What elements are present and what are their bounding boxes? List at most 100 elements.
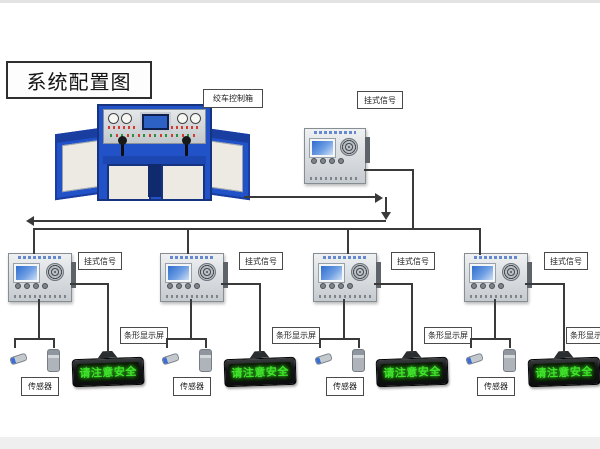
- device-buttons: [311, 158, 344, 164]
- lcd-screen-icon: [469, 263, 496, 283]
- display-body: 请注意安全: [527, 356, 600, 388]
- connector-line: [412, 169, 414, 230]
- speaker-grille-icon: [340, 138, 358, 156]
- hanging-signal-device: [304, 128, 370, 184]
- device-text-strip: [319, 295, 371, 298]
- hanging-signal-device: [313, 253, 381, 302]
- led-bar-display: 请注意安全: [527, 350, 600, 388]
- speaker-grille-icon: [351, 263, 369, 281]
- sensor-line: [494, 299, 496, 339]
- device-buttons: [167, 283, 200, 289]
- led-bar-display: 请注意安全: [223, 350, 297, 388]
- sensor-line: [166, 338, 207, 340]
- console-door: [107, 164, 151, 201]
- speaker-grille-icon: [198, 263, 216, 281]
- drop-line: [187, 228, 189, 254]
- sensor-line: [190, 299, 192, 339]
- lcd-screen-icon: [13, 263, 40, 283]
- sensor-canister-icon: [47, 349, 60, 372]
- connector-line: [364, 169, 414, 171]
- led-message: 请注意安全: [383, 365, 442, 380]
- sensor-line: [470, 338, 511, 340]
- display-screen: 请注意安全: [76, 361, 140, 383]
- sensor-line: [509, 338, 511, 348]
- arrow-right-icon: [375, 193, 383, 203]
- signal-label: 挂式信号: [391, 252, 435, 270]
- sensor-probe-icon: [161, 352, 180, 366]
- display-body: 请注意安全: [71, 356, 145, 388]
- sensor-line: [14, 338, 55, 340]
- console-center-gap: [148, 164, 161, 197]
- led-message: 请注意安全: [231, 365, 290, 380]
- gauge-icon: [177, 113, 188, 124]
- mount-bracket: [71, 262, 76, 288]
- connector-line: [385, 197, 387, 213]
- device-nameplate: [314, 131, 356, 134]
- gauge-icon: [121, 113, 132, 124]
- device-text-strip: [310, 177, 360, 180]
- bar-display-label: 条形显示屏: [120, 327, 168, 344]
- sensor-label: 传感器: [326, 377, 364, 396]
- device-nameplate: [323, 256, 367, 259]
- display-line: [70, 283, 109, 285]
- bar-display-label: 条形显示屏: [272, 327, 320, 344]
- bus-line: [34, 228, 481, 230]
- hanging-signal-device: [8, 253, 76, 302]
- mount-bracket: [223, 262, 228, 288]
- sensor-line: [319, 338, 321, 348]
- lcd-screen-icon: [318, 263, 345, 283]
- display-screen: 请注意安全: [380, 361, 444, 383]
- signal-label: 挂式信号: [78, 252, 122, 270]
- display-screen: 请注意安全: [228, 361, 292, 383]
- display-line: [221, 283, 261, 285]
- display-line: [374, 283, 413, 285]
- drop-line: [347, 228, 349, 254]
- speaker-grille-icon: [502, 263, 520, 281]
- bottom-border: [0, 437, 600, 449]
- winch-console: [55, 104, 250, 201]
- sensor-line: [14, 338, 16, 348]
- joystick-icon: [118, 136, 127, 156]
- device-text-strip: [14, 295, 66, 298]
- sensor-line: [319, 338, 360, 340]
- signal-label: 挂式信号: [544, 252, 588, 270]
- sensor-canister-icon: [352, 349, 365, 372]
- sensor-line: [343, 299, 345, 339]
- arrow-down-icon: [381, 212, 391, 220]
- led-message: 请注意安全: [79, 365, 138, 380]
- led-message: 请注意安全: [535, 365, 594, 380]
- sensor-line: [470, 338, 472, 348]
- device-nameplate: [474, 256, 518, 259]
- mount-bracket: [365, 137, 370, 163]
- led-bar-display: 请注意安全: [71, 350, 145, 388]
- bar-display-label: 条形显示屏: [424, 327, 472, 344]
- mount-bracket: [527, 262, 532, 288]
- sensor-line: [38, 299, 40, 339]
- sensor-line: [166, 338, 168, 348]
- console-label: 绞车控制箱: [203, 89, 263, 108]
- device-buttons: [471, 283, 504, 289]
- console-deck: [103, 156, 206, 164]
- sensor-probe-icon: [314, 352, 333, 366]
- button-row: [110, 134, 198, 137]
- display-line: [411, 283, 413, 353]
- console-screen: [140, 112, 171, 132]
- console-tower: [97, 104, 212, 201]
- device-text-strip: [470, 295, 522, 298]
- hanging-signal-device: [160, 253, 228, 302]
- console-instrument-panel: [103, 109, 206, 144]
- bus-line: [34, 220, 386, 222]
- display-line: [563, 283, 565, 353]
- sensor-label: 传感器: [477, 377, 515, 396]
- device-nameplate: [170, 256, 214, 259]
- speaker-grille-icon: [46, 263, 64, 281]
- device-buttons: [15, 283, 48, 289]
- sensor-probe-icon: [465, 352, 484, 366]
- sensor-line: [205, 338, 207, 348]
- bar-display-label: 条形显示屏: [566, 327, 600, 344]
- mount-bracket: [376, 262, 381, 288]
- device-text-strip: [166, 295, 218, 298]
- gauge-icon: [190, 113, 201, 124]
- device-buttons: [320, 283, 353, 289]
